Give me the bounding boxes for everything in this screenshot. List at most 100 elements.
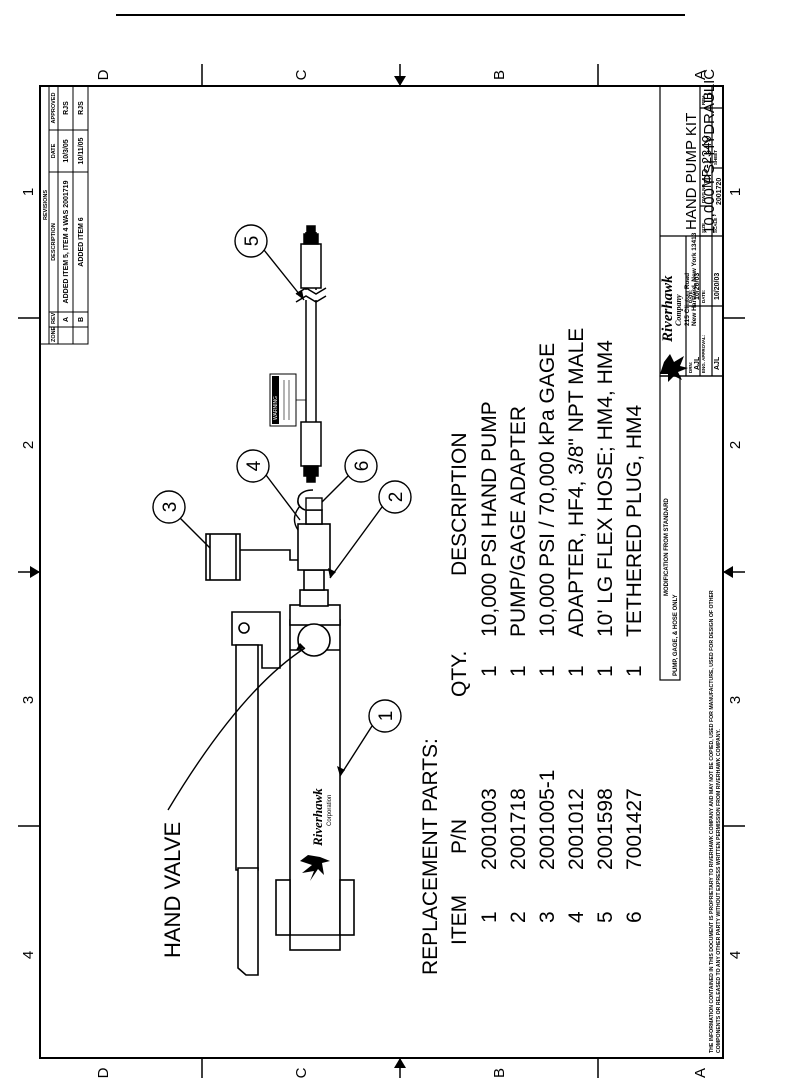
- balloon-number: 2: [386, 492, 407, 503]
- parts-row: 1 2001003 1 10,000 PSI HAND PUMP: [478, 401, 501, 923]
- proprietary-line2: COMPONENTS OR RELEASED TO ANY OTHER PART…: [716, 729, 722, 1053]
- parts-description: PUMP/GAGE ADAPTER: [507, 406, 530, 637]
- rev-description: ADDED ITEM 6: [78, 217, 85, 267]
- parts-header-pn: P/N: [448, 819, 471, 854]
- zone-number: 3: [20, 696, 37, 704]
- pump-head: [289, 604, 341, 626]
- zone-number: 1: [20, 188, 37, 196]
- hose-tag-text: WARNING: [273, 396, 279, 420]
- scale-label: SCALE: [713, 218, 718, 233]
- pressure-gage: [205, 533, 298, 581]
- zone-letter: B: [491, 1068, 508, 1078]
- zone-letter: D: [95, 69, 112, 80]
- pump-body: [289, 619, 341, 951]
- drawn-date-label: DATE:: [688, 289, 693, 303]
- part-number: 2001720: [716, 178, 723, 205]
- dwg-label: DWG NO.: [701, 183, 706, 203]
- balloons: [152, 224, 412, 811]
- drawn-date: 10/20/03: [694, 273, 701, 300]
- rev-description: ADDED ITEM 5, ITEM 4 WAS 2001719: [63, 180, 70, 303]
- parts-item: 2: [507, 911, 530, 923]
- revisions-text: REVISIONS ZONE REV DESCRIPTION DATE APPR…: [43, 93, 57, 342]
- zone-numbers-right: 1 2 3 4: [727, 188, 744, 959]
- zone-number: 2: [727, 441, 744, 449]
- rev-approved: RJS: [78, 101, 85, 115]
- balloon-circle: [378, 480, 412, 514]
- company-address1: 215 Clinton Road: [684, 273, 691, 326]
- zone-letter: C: [293, 69, 310, 80]
- pump-foot: [339, 879, 355, 936]
- eng-label: ENG. APPROVAL:: [701, 334, 706, 373]
- parts-qty: 1: [623, 665, 646, 677]
- pump-logo: Riverhawk Corporation: [300, 788, 333, 881]
- balloon-number: 4: [244, 460, 265, 471]
- size-label: SIZE: [701, 223, 706, 233]
- parts-header-item: ITEM: [448, 895, 471, 945]
- rev-letter: B: [78, 317, 85, 322]
- zone-letter: C: [293, 1067, 310, 1078]
- balloon-number: 3: [160, 502, 181, 513]
- modification-text: PUMP, GAGE, & HOSE ONLY: [673, 594, 679, 676]
- zone-numbers-left: 1 2 3 4: [20, 188, 37, 959]
- pump-gage-adapter: [297, 489, 331, 591]
- balloon-circle: [234, 224, 268, 258]
- rev-approved: RJS: [63, 101, 70, 115]
- rev-value: B: [701, 92, 715, 100]
- rev-header: ZONE: [51, 326, 57, 342]
- revisions-rows: A ADDED ITEM 5, ITEM 4 WAS 2001719 10/3/…: [63, 101, 85, 322]
- hand-valve-leader: [167, 647, 306, 811]
- balloon-arrows: [296, 290, 345, 776]
- parts-list-title: REPLACEMENT PARTS:: [419, 738, 442, 975]
- parts-pn: 2001003: [478, 788, 501, 870]
- hand-valve-knob: [297, 623, 331, 657]
- drawn-label: DRN:: [688, 361, 693, 373]
- eng-date: 10/20/03: [714, 273, 721, 300]
- parts-row: 3 2001005-1 1 10,000 PSI / 70,000 kPa GA…: [536, 343, 559, 923]
- parts-row: 5 2001598 1 10' LG FLEX HOSE; HM4, HM4: [594, 340, 617, 923]
- parts-item: 6: [623, 911, 646, 923]
- parts-item: 3: [536, 911, 559, 923]
- revisions-block: [39, 85, 89, 345]
- zone-letters-bottom: D C B A: [95, 1067, 709, 1078]
- parts-row: 2 2001718 1 PUMP/GAGE ADAPTER: [507, 406, 530, 923]
- eng-date-label: DATE:: [701, 289, 706, 303]
- balloon-numbers: 1 2 3 4 5 6: [160, 236, 407, 722]
- proprietary-line1: THE INFORMATION CONTAINED IN THIS DOCUME…: [709, 590, 715, 1053]
- rev-header: REV: [51, 312, 57, 324]
- flex-hose: [295, 225, 327, 483]
- parts-pn: 7001427: [623, 788, 646, 870]
- parts-description: ADAPTER, HF4, 3/8" NPT MALE: [565, 328, 588, 637]
- proprietary-notice: THE INFORMATION CONTAINED IN THIS DOCUME…: [709, 590, 722, 1053]
- company-logo-hawk: [660, 354, 688, 382]
- rev-header: DATE: [51, 143, 57, 158]
- parts-qty: 1: [565, 665, 588, 677]
- pump-foot: [275, 879, 291, 936]
- parts-qty: 1: [507, 665, 530, 677]
- rev-date: 10/11/05: [78, 137, 85, 164]
- balloon-circle: [344, 449, 378, 483]
- zone-letter: D: [95, 1067, 112, 1078]
- parts-qty: 1: [536, 665, 559, 677]
- zone-number: 3: [727, 696, 744, 704]
- outer-border: [39, 85, 724, 1059]
- zone-letters-top: D C B A: [95, 69, 709, 80]
- parts-pn: 2001005-1: [536, 770, 559, 870]
- zone-number: 2: [20, 441, 37, 449]
- parts-pn: 2001718: [507, 788, 530, 870]
- top-rule: [116, 14, 685, 16]
- zone-letter: A: [692, 70, 709, 80]
- title-block-text: Riverhawk Company 215 Clinton Road New H…: [660, 69, 723, 676]
- parts-qty: 1: [594, 665, 617, 677]
- company-sub: Company: [674, 294, 683, 326]
- parts-row: 6 7001427 1 TETHERED PLUG, HM4: [623, 404, 646, 923]
- zone-number: 1: [727, 188, 744, 196]
- hand-valve-label: HAND VALVE: [160, 822, 185, 958]
- parts-row: 4 2001012 1 ADAPTER, HF4, 3/8" NPT MALE: [565, 328, 588, 923]
- parts-description: 10' LG FLEX HOSE; HM4, HM4: [594, 340, 617, 637]
- drawing-title-line2: HAND PUMP KIT: [683, 113, 700, 230]
- parts-description: 10,000 PSI HAND PUMP: [478, 401, 501, 637]
- zone-letter: B: [491, 70, 508, 80]
- zone-number: 4: [727, 951, 744, 959]
- parts-description: TETHERED PLUG, HM4: [623, 404, 646, 637]
